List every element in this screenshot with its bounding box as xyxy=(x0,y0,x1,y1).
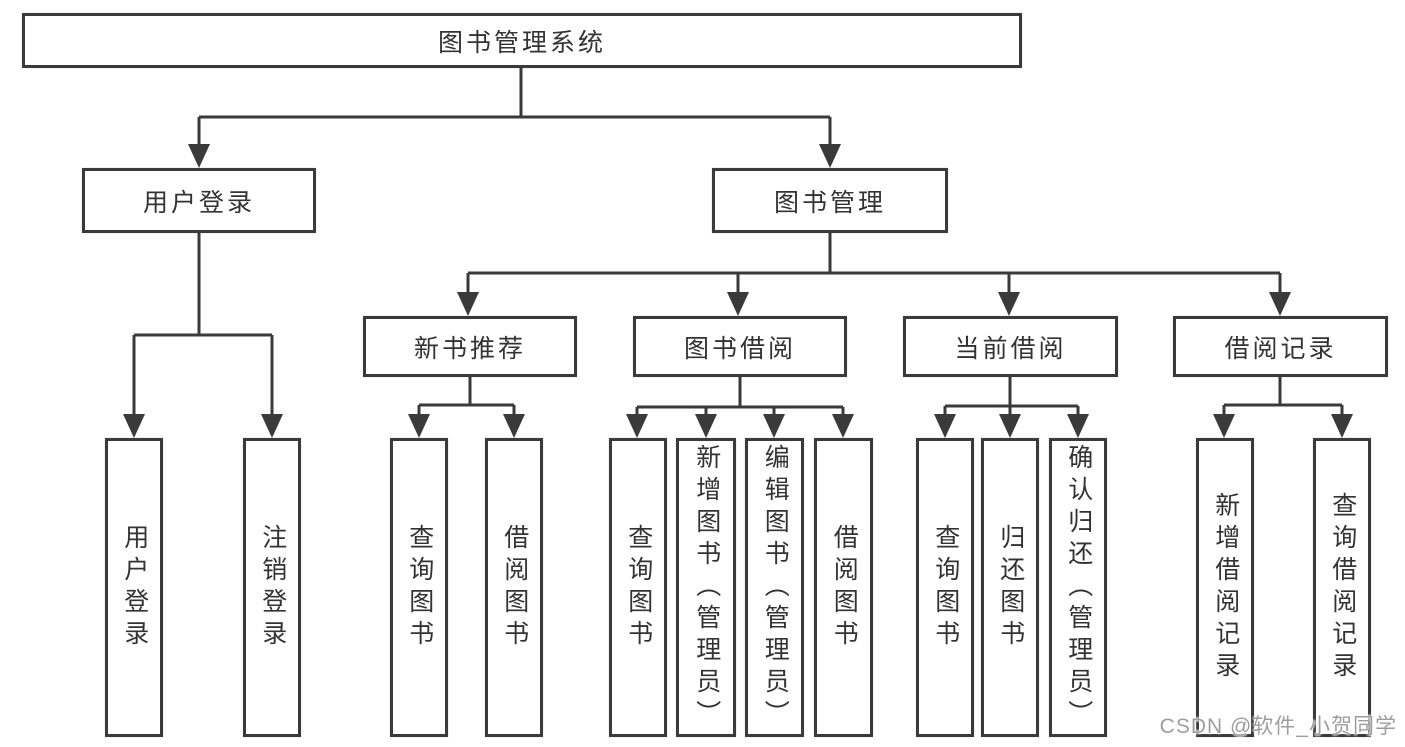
leaf-return-books: 归还图书 xyxy=(981,438,1039,737)
leaf-add-borrow-record: 新增借阅记录 xyxy=(1196,438,1254,737)
node-label: 借阅图书 xyxy=(500,523,529,652)
arrow-down-icon xyxy=(832,414,854,438)
leaf-add-books-admin: 新增图书（管理员） xyxy=(676,438,736,737)
arrow-down-icon xyxy=(261,414,283,438)
node-label: 查询图书 xyxy=(405,523,434,652)
arrow-down-icon xyxy=(934,414,956,438)
leaf-query-books-current: 查询图书 xyxy=(916,438,974,737)
node-label: 归还图书 xyxy=(996,523,1025,652)
node-label: 查询图书 xyxy=(931,523,960,652)
arrow-down-icon xyxy=(819,144,841,168)
leaf-edit-books-admin: 编辑图书（管理员） xyxy=(745,438,804,737)
arrow-down-icon xyxy=(998,292,1020,316)
arrow-down-icon xyxy=(695,414,717,438)
node-label: 借阅记录 xyxy=(1224,334,1337,363)
arrow-down-icon xyxy=(1269,292,1291,316)
leaf-query-books-recommend: 查询图书 xyxy=(390,438,448,737)
arrow-down-icon xyxy=(123,414,145,438)
node-label: 当前借阅 xyxy=(954,334,1067,363)
node-label: 注销登录 xyxy=(258,523,287,652)
connector-new-book-branch xyxy=(417,377,516,420)
node-label: 用户登录 xyxy=(142,188,255,217)
leaf-logout: 注销登录 xyxy=(243,438,301,737)
arrow-down-icon xyxy=(1331,414,1353,438)
arrow-down-icon xyxy=(999,414,1021,438)
node-label: 查询图书 xyxy=(624,523,653,652)
node-label: 编辑图书（管理员） xyxy=(761,443,790,732)
arrow-down-icon xyxy=(188,144,210,168)
node-user-login: 用户登录 xyxy=(82,168,316,233)
arrow-down-icon xyxy=(503,414,525,438)
connector-root-to-level2 xyxy=(197,68,832,148)
arrow-down-icon xyxy=(727,292,749,316)
arrow-down-icon xyxy=(408,414,430,438)
leaf-query-books-borrow: 查询图书 xyxy=(609,438,667,737)
node-new-book-recommendation: 新书推荐 xyxy=(363,316,577,377)
csdn-watermark: CSDN @软件_小贺同学 xyxy=(1159,715,1397,738)
node-label: 图书借阅 xyxy=(683,334,796,363)
leaf-user-login: 用户登录 xyxy=(105,438,163,737)
node-label: 图书管理 xyxy=(773,188,886,217)
arrow-down-icon xyxy=(457,292,479,316)
node-borrowing-records: 借阅记录 xyxy=(1173,316,1388,377)
leaf-borrow-books-recommend: 借阅图书 xyxy=(485,438,543,737)
connector-borrow-records-branch xyxy=(1222,377,1344,420)
node-label: 确认归还（管理员） xyxy=(1064,443,1093,732)
arrow-down-icon xyxy=(763,414,785,438)
node-label: 图书管理系统 xyxy=(437,28,606,57)
connector-user-login-branch xyxy=(132,233,274,418)
leaf-borrow-books: 借阅图书 xyxy=(814,438,873,737)
node-book-management: 图书管理 xyxy=(712,168,948,233)
leaf-query-borrow-record: 查询借阅记录 xyxy=(1313,438,1371,737)
node-label: 借阅图书 xyxy=(830,523,859,652)
node-library-management-system: 图书管理系统 xyxy=(22,13,1022,68)
node-label: 用户登录 xyxy=(120,523,149,652)
node-label: 新增借阅记录 xyxy=(1211,491,1240,684)
node-current-borrowing: 当前借阅 xyxy=(903,316,1118,377)
node-label: 新书推荐 xyxy=(413,334,526,363)
arrow-down-icon xyxy=(1067,414,1089,438)
arrow-down-icon xyxy=(1213,414,1235,438)
connector-current-borrow-branch xyxy=(943,377,1080,420)
node-label: 查询借阅记录 xyxy=(1328,491,1357,684)
connector-book-mgmt-branch xyxy=(466,233,1282,296)
connector-book-borrow-branch xyxy=(635,377,845,420)
leaf-confirm-return-admin: 确认归还（管理员） xyxy=(1049,438,1107,737)
arrowheads xyxy=(123,144,1353,438)
arrow-down-icon xyxy=(626,414,648,438)
node-label: 新增图书（管理员） xyxy=(692,443,721,732)
node-book-borrowing: 图书借阅 xyxy=(633,316,847,377)
